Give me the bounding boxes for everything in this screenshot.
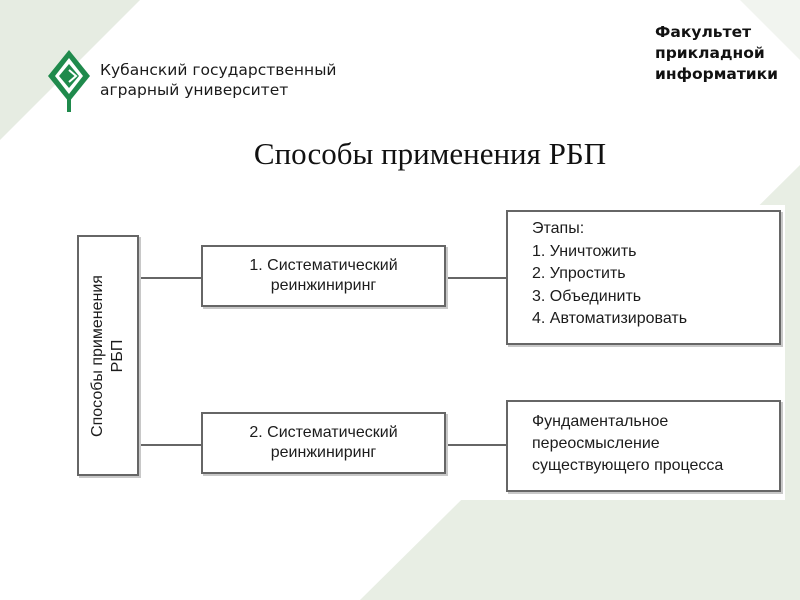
connector-line: [446, 277, 506, 279]
leaf-logo-icon: [48, 50, 90, 112]
slide-title: Способы применения РБП: [253, 136, 607, 171]
detail-node-line: 4. Автоматизировать: [532, 310, 688, 327]
detail-node-line: Фундаментальное: [532, 413, 669, 430]
method-node-line: реинжиниринг: [270, 444, 377, 461]
method-node-line: 2. Систематический: [249, 424, 398, 441]
method-node-line: 1. Систематический: [249, 257, 398, 274]
detail-node-line: 1. Уничтожить: [532, 242, 637, 260]
detail-node-line: Этапы:: [532, 220, 585, 237]
university-name: Кубанский государственный аграрный униве…: [100, 60, 337, 100]
connector-line: [139, 277, 201, 279]
detail-node-line: 3. Объединить: [532, 287, 642, 305]
method-node-2: 2. Систематический реинжиниринг: [201, 412, 446, 474]
diagram: Способы применения РБП 1. Систематически…: [75, 205, 785, 500]
connector-line: [446, 444, 506, 446]
connector-line: [139, 444, 201, 446]
faculty-name-line: информатики: [655, 65, 779, 83]
method-node-1: 1. Систематический реинжиниринг: [201, 245, 446, 307]
method-node-line: реинжиниринг: [270, 277, 377, 294]
root-node-label: Способы применения РБП: [88, 275, 128, 437]
detail-node-line: переосмысление: [532, 435, 660, 452]
detail-node-line: 2. Упростить: [532, 265, 626, 282]
faculty-name-line: прикладной: [655, 44, 765, 62]
root-node: Способы применения РБП: [77, 235, 139, 476]
detail-node-line: существующего процесса: [532, 457, 724, 474]
university-name-line: аграрный университет: [100, 81, 289, 99]
faculty-name-line: Факультет: [655, 23, 752, 41]
root-node-line: РБП: [109, 339, 126, 372]
root-node-line: Способы применения: [89, 274, 106, 437]
faculty-name: Факультет прикладной информатики: [655, 22, 778, 85]
detail-node-1: Этапы: 1. Уничтожить 2. Упростить 3. Объ…: [506, 210, 781, 345]
university-name-line: Кубанский государственный: [100, 61, 337, 79]
detail-node-2: Фундаментальное переосмысление существую…: [506, 400, 781, 492]
